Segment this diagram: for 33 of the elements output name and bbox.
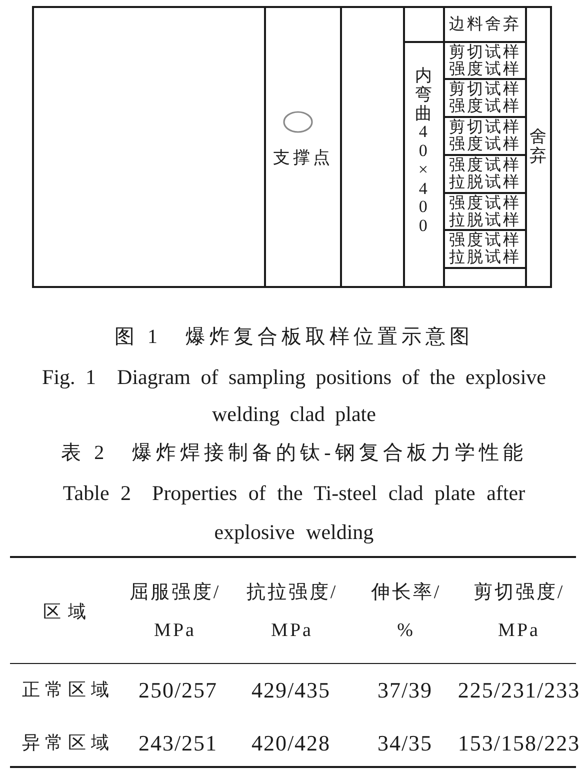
region-label: 强度试样拉脱试样 [448, 232, 522, 266]
table-value: 153/158/223 [458, 730, 580, 758]
column-header: 伸长率/% [370, 581, 442, 643]
region-label: 剪切试样强度试样 [448, 81, 522, 115]
table-value: 429/435 [251, 676, 331, 704]
table-caption: Table 2 Properties of the Ti-steel clad plate after explosive welding [62, 480, 526, 546]
table-value: 34/35 [377, 730, 433, 758]
table-caption: 表 2 爆炸焊接制备的钛-钢复合板力学性能 [61, 441, 527, 466]
table-value: 37/39 [377, 676, 433, 704]
vertical-label: 内弯曲40×400 [415, 67, 433, 236]
bend-specimen-strip [403, 41, 445, 288]
table-value: 243/251 [138, 730, 218, 758]
support-point-label: 支撑点 [273, 148, 333, 168]
region-label: 剪切试样强度试样 [448, 44, 522, 78]
column-header: 屈服强度/MPa [128, 581, 222, 643]
row-header: 异常区域 [22, 732, 114, 754]
region-label: 剪切试样强度试样 [448, 119, 522, 153]
specimen-region [443, 229, 527, 269]
table-value: 225/231/233 [458, 676, 580, 704]
row-header: 正常区域 [22, 678, 114, 702]
figure-caption: 图 1 爆炸复合板取样位置示意图 [114, 325, 474, 350]
table-value: 420/428 [251, 730, 331, 758]
table-value: 250/257 [138, 676, 218, 704]
region-label: 边料舍弃 [448, 16, 522, 33]
region-label: 强度试样拉脱试样 [448, 194, 522, 228]
figure-caption: Fig. 1 Diagram of sampling positions of the explosive welding clad plate [41, 364, 547, 428]
column-header: 区域 [43, 600, 93, 624]
support-strip [264, 6, 342, 288]
column-header: 抗拉强度/MPa [245, 581, 339, 643]
vertical-label: 舍弃 [530, 128, 548, 166]
plate-outline [32, 6, 552, 288]
region-label: 强度试样拉脱试样 [448, 157, 522, 191]
column-header: 剪切强度/MPa [472, 581, 566, 643]
